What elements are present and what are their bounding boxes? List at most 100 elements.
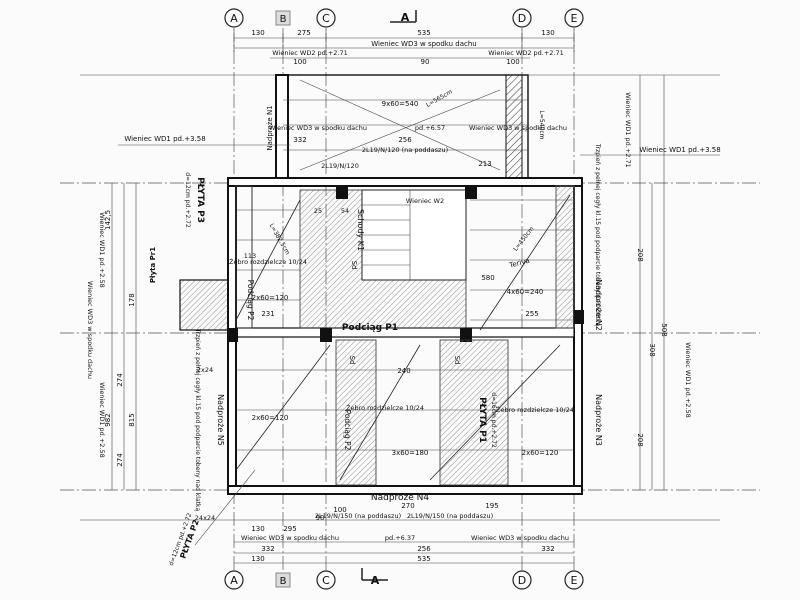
svg-text:d=16cm pd.+2.72: d=16cm pd.+2.72 (490, 392, 497, 448)
svg-text:Nadproże N1: Nadproże N1 (266, 105, 274, 150)
svg-text:pd.+6.57: pd.+6.57 (415, 124, 445, 132)
svg-text:3x60=180: 3x60=180 (392, 449, 429, 457)
svg-text:Wieniec WD2 pd.+2.71: Wieniec WD2 pd.+2.71 (488, 49, 564, 57)
dimension-chain-top: 130 275 535 130 Wieniec WD3 w spodku dac… (233, 29, 575, 66)
svg-text:Podciąg P2: Podciąg P2 (246, 280, 255, 321)
axis-bubble-b-top: B (275, 10, 291, 26)
svg-text:90: 90 (316, 514, 325, 522)
svg-text:Sd: Sd (348, 356, 356, 365)
svg-text:Teriva: Teriva (508, 257, 531, 270)
svg-text:A: A (371, 574, 380, 587)
svg-text:pd.+6.37: pd.+6.37 (385, 534, 415, 542)
svg-text:Żebro rozdzielcze 10/24: Żebro rozdzielcze 10/24 (496, 405, 574, 414)
svg-text:d=12cm pd.+2.72: d=12cm pd.+2.72 (184, 172, 191, 228)
svg-text:Schody K1: Schody K1 (356, 209, 365, 251)
svg-text:815: 815 (128, 413, 136, 426)
dimension-chain-right: 208 308 508 208 Wieniec WD1 pd.+2.71 Wie… (594, 75, 692, 490)
svg-text:535: 535 (417, 555, 430, 563)
svg-text:240: 240 (397, 367, 410, 375)
svg-text:275: 275 (297, 29, 310, 37)
podciag-p1: Podciąg P1 (228, 310, 584, 342)
svg-text:A: A (401, 11, 410, 24)
svg-text:D: D (518, 574, 526, 587)
axis-bubble-b-bottom: B (275, 572, 291, 588)
svg-text:130: 130 (251, 555, 264, 563)
svg-text:Wieniec WD3 w spodku dachu: Wieniec WD3 w spodku dachu (371, 40, 477, 48)
svg-text:2x60=120: 2x60=120 (252, 294, 289, 302)
svg-text:D: D (518, 12, 526, 25)
svg-text:L=540cm: L=540cm (538, 111, 545, 140)
svg-text:E: E (571, 12, 578, 25)
svg-text:Nadproże N4: Nadproże N4 (371, 493, 430, 503)
svg-text:213: 213 (478, 160, 491, 168)
svg-text:195: 195 (485, 502, 498, 510)
svg-text:Sd: Sd (350, 261, 358, 270)
svg-text:Wieniec WD1 pd.+2.58: Wieniec WD1 pd.+2.58 (684, 342, 692, 418)
svg-text:Wieniec WD3 w spodku dachu: Wieniec WD3 w spodku dachu (86, 281, 94, 379)
axis-bubble-d-top: D (512, 8, 532, 28)
svg-text:Wieniec WD1 pd.+2.58: Wieniec WD1 pd.+2.58 (98, 212, 106, 288)
svg-text:PŁYTA P1: PŁYTA P1 (477, 397, 487, 443)
svg-text:535: 535 (417, 29, 430, 37)
svg-text:4x60=240: 4x60=240 (507, 288, 544, 296)
svg-text:2L19/N/150 (na poddaszu): 2L19/N/150 (na poddaszu) (315, 512, 401, 520)
svg-text:256: 256 (398, 136, 412, 144)
section-marker-top: A (390, 10, 417, 24)
slab-upper-right: 580 4x60=240 255 L=450cm Nadproże N2 Ter… (470, 185, 603, 331)
svg-text:308: 308 (648, 343, 656, 356)
svg-text:295: 295 (283, 525, 296, 533)
svg-text:C: C (322, 574, 330, 587)
svg-text:100: 100 (293, 58, 306, 66)
svg-text:508: 508 (660, 323, 668, 336)
svg-text:B: B (280, 14, 287, 25)
svg-text:PŁYTA P3: PŁYTA P3 (195, 177, 205, 223)
upper-block: 9x60=540 Wieniec WD3 w spodku dachu Wien… (266, 74, 567, 184)
axis-bubble-e-bottom: E (564, 570, 584, 590)
svg-text:332: 332 (261, 545, 274, 553)
axis-bubble-c-top: C (316, 8, 336, 28)
svg-text:25: 25 (314, 207, 322, 215)
svg-text:Płyta Pr1: Płyta Pr1 (149, 247, 157, 283)
svg-text:332: 332 (541, 545, 554, 553)
svg-text:2x24: 2x24 (197, 366, 213, 374)
svg-text:178: 178 (128, 293, 136, 306)
svg-text:2L19/N/120: 2L19/N/120 (321, 162, 359, 170)
svg-text:Nadproże N2: Nadproże N2 (594, 279, 603, 331)
left-annex: Płyta Pr1 (149, 247, 229, 331)
axis-bubble-a-bottom: A (224, 570, 244, 590)
svg-text:L=382,5cm: L=382,5cm (268, 222, 291, 256)
svg-text:255: 255 (525, 310, 538, 318)
svg-text:332: 332 (293, 136, 306, 144)
svg-text:90: 90 (421, 58, 430, 66)
svg-text:Sd: Sd (453, 356, 461, 365)
svg-text:B: B (280, 576, 287, 587)
svg-text:Wieniec WD3 w spodku dachu: Wieniec WD3 w spodku dachu (241, 534, 339, 542)
slab-lower: 240 Żebro rozdzielcze 10/24 Żebro rozdzi… (194, 328, 603, 522)
svg-text:Wieniec WD3 w spodku dachu: Wieniec WD3 w spodku dachu (269, 124, 367, 132)
dimension-chain-left: 142,5 178 274 274 815 982 Wieniec WD1 pd… (86, 183, 137, 490)
svg-text:Wieniec WD2 pd.+2.71: Wieniec WD2 pd.+2.71 (272, 49, 348, 57)
nadproze-n4: Nadproże N4 (371, 493, 430, 503)
section-marker-bottom: A (361, 568, 388, 587)
stair-area: Schody K1 Wieniec W2 54 25 Sd (299, 187, 477, 329)
svg-text:Żebro rozdzielcze 10/24: Żebro rozdzielcze 10/24 (346, 403, 424, 412)
svg-text:E: E (571, 574, 578, 587)
svg-text:24x24: 24x24 (195, 514, 215, 522)
svg-text:Wieniec WD3 w spodku dachu: Wieniec WD3 w spodku dachu (469, 124, 567, 132)
svg-text:274: 274 (116, 373, 124, 387)
svg-text:231: 231 (261, 310, 274, 318)
wieniec-wd1-labels: Wieniec WD1 pd.+3.58 Wieniec WD1 pd.+3.5… (118, 135, 721, 156)
dimension-chain-bottom: 130 295 332 256 332 535 130 Wieniec WD3 … (234, 502, 574, 564)
svg-text:Wieniec WD3 w spodku dachu: Wieniec WD3 w spodku dachu (471, 534, 569, 542)
svg-text:54: 54 (341, 207, 349, 215)
svg-text:130: 130 (541, 29, 554, 37)
svg-text:Nadproże N5: Nadproże N5 (216, 394, 225, 446)
svg-text:L=565cm: L=565cm (425, 88, 454, 109)
svg-text:130: 130 (251, 525, 264, 533)
svg-text:Wieniec WD1 pd.+2.71: Wieniec WD1 pd.+2.71 (624, 92, 632, 168)
svg-text:142,5: 142,5 (104, 210, 112, 230)
svg-text:Wieniec WD1 pd.+3.58: Wieniec WD1 pd.+3.58 (124, 135, 205, 143)
svg-text:208: 208 (636, 248, 644, 261)
svg-text:2L19/N/120 (na poddaszu): 2L19/N/120 (na poddaszu) (362, 146, 448, 154)
